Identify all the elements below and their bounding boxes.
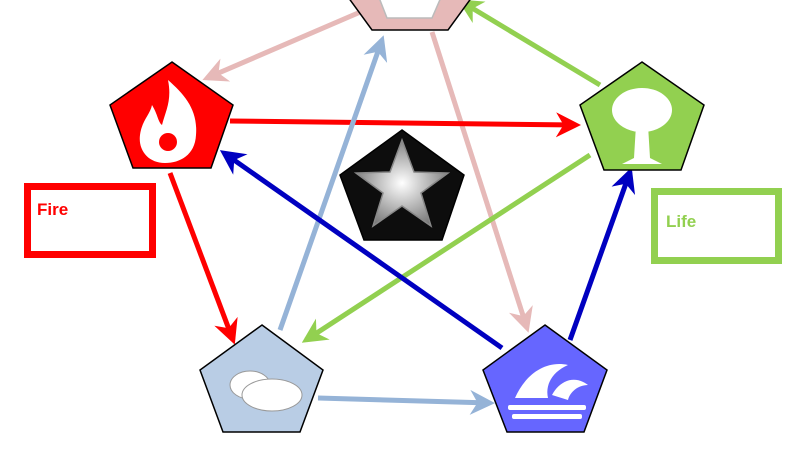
cloud-node [199, 324, 324, 433]
wave-icon [508, 364, 588, 419]
water-node [482, 324, 608, 433]
flame-icon [139, 80, 197, 163]
top-node [349, 0, 471, 31]
arrow-top-to-fire [202, 7, 366, 82]
fire-node [109, 61, 234, 169]
arrow-water-to-life [567, 167, 636, 341]
arrow-top-to-water [429, 31, 533, 333]
arrow-water-to-fire [219, 150, 504, 351]
fire-label-box: Fire [24, 183, 156, 258]
life-label-box: Life [651, 188, 782, 264]
arrow-cloud-to-water [317, 389, 495, 415]
tree-icon [612, 88, 672, 164]
life-node [579, 61, 705, 171]
arrow-life-to-top [457, 0, 602, 88]
arrow-cloud-to-top [277, 35, 388, 331]
star-icon [353, 137, 451, 228]
cloud-icon [229, 370, 303, 412]
arrow-fire-to-life [229, 112, 581, 138]
center-node [339, 129, 465, 241]
arrow-fire-to-cloud [167, 172, 238, 345]
arrow-life-to-cloud [301, 152, 592, 343]
